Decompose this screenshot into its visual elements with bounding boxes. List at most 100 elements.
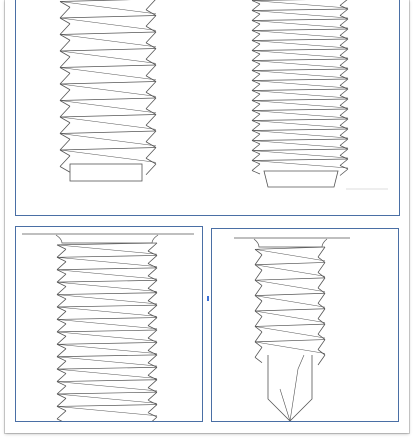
thread-crest-line [251,118,349,121]
thread-root-line [59,50,157,64]
thread-crest-line [254,339,326,343]
thread-root-line [59,83,157,97]
thread-crest-line [56,292,158,295]
drill-flute [279,354,305,421]
thread-profile [254,246,326,366]
thread-crest-line [251,18,349,21]
thread-crest-line [59,97,157,101]
thread-profile [56,242,158,421]
thread-crest-line [56,242,158,246]
cursor-marker [207,296,209,301]
thread-crest-line [56,279,158,283]
thread-crest-line [251,58,349,61]
thread-crest-line [251,48,349,51]
thread-crest-line [59,31,157,35]
thread-root-line [56,281,158,292]
thread-root-line [56,381,158,392]
thread-crest-line [59,15,157,19]
thread-crest-line [251,88,349,91]
thread-root-line [56,257,158,267]
thread-root-line [56,331,158,342]
screw-head [55,234,159,244]
thread-crest-line [59,114,157,118]
thread-crest-line [56,267,158,271]
thread-root-line [56,319,158,330]
thread-root-line [251,60,349,69]
thread-root-line [251,130,349,139]
thread-crest-line [251,148,349,151]
thread-root-line [56,368,158,379]
thread-root-line [254,295,326,308]
thread-crest-line [251,0,307,1]
thread-crest-line [251,138,349,141]
thread-root-line [56,356,158,367]
thread-crest-line [251,78,349,81]
screw-tip [263,170,339,188]
thread-root-line [59,1,157,15]
bottom-left-view-panel[interactable] [15,226,203,422]
thread-root-line [251,20,349,29]
thread-root-line [56,269,158,280]
thread-crest-line [251,8,349,11]
drawing-sheet [5,0,409,433]
thread-root-line [251,150,349,159]
screw-view-bottom-left [22,233,194,421]
thread-crest-line [251,98,349,101]
top-view-canvas [59,0,388,190]
screw-head [253,238,328,248]
thread-profile [59,0,157,175]
top-view-panel[interactable] [15,0,400,216]
thread-root-line [59,116,157,130]
thread-root-line [251,10,349,19]
thread-root-line [59,17,157,31]
thread-root-line [251,80,349,89]
thread-root-line [251,100,349,109]
thread-root-line [251,140,349,149]
bottom-left-view-canvas [22,233,194,421]
thread-root-line [254,249,326,262]
thread-crest-line [56,354,158,358]
thread-root-line [251,90,349,99]
thread-crest-line [56,255,158,258]
thread-crest-line [59,147,157,151]
thread-root-line [254,341,326,354]
thread-root-line [251,110,349,119]
thread-root-line [59,100,157,114]
thread-root-line [254,264,326,277]
screw-view-top-left [59,0,157,182]
thread-crest-line [251,158,349,161]
thread-root-line [251,70,349,79]
thread-crest-line [254,246,326,250]
thread-crest-line [251,38,349,41]
thread-root-line [56,244,158,255]
thread-root-line [254,310,326,323]
thread-root-line [59,67,157,81]
thread-crest-line [254,277,326,281]
thread-root-line [251,50,349,59]
thread-root-line [59,149,157,163]
thread-root-line [56,406,158,417]
thread-crest-line [254,308,326,312]
thread-crest-line [251,28,349,31]
thread-root-line [56,393,158,404]
thread-crest-line [56,366,158,370]
drill-tip [267,355,313,421]
thread-crest-line [59,81,157,85]
screw-view-top-right [251,0,388,190]
thread-crest-line [56,379,158,382]
screw-view-bottom-right [234,237,350,421]
screw-shank [69,163,143,182]
thread-crest-line [56,404,158,407]
thread-crest-line [59,48,157,52]
bottom-right-view-panel[interactable] [211,228,399,422]
thread-crest-line [56,317,158,320]
thread-crest-line [254,292,326,296]
thread-crest-line [56,391,158,395]
thread-root-line [59,34,157,48]
thread-crest-line [59,130,157,134]
thread-root-line [59,133,157,147]
thread-crest-line [254,323,326,327]
thread-root-line [251,30,349,39]
thread-profile [251,0,349,176]
thread-crest-line [254,262,326,266]
